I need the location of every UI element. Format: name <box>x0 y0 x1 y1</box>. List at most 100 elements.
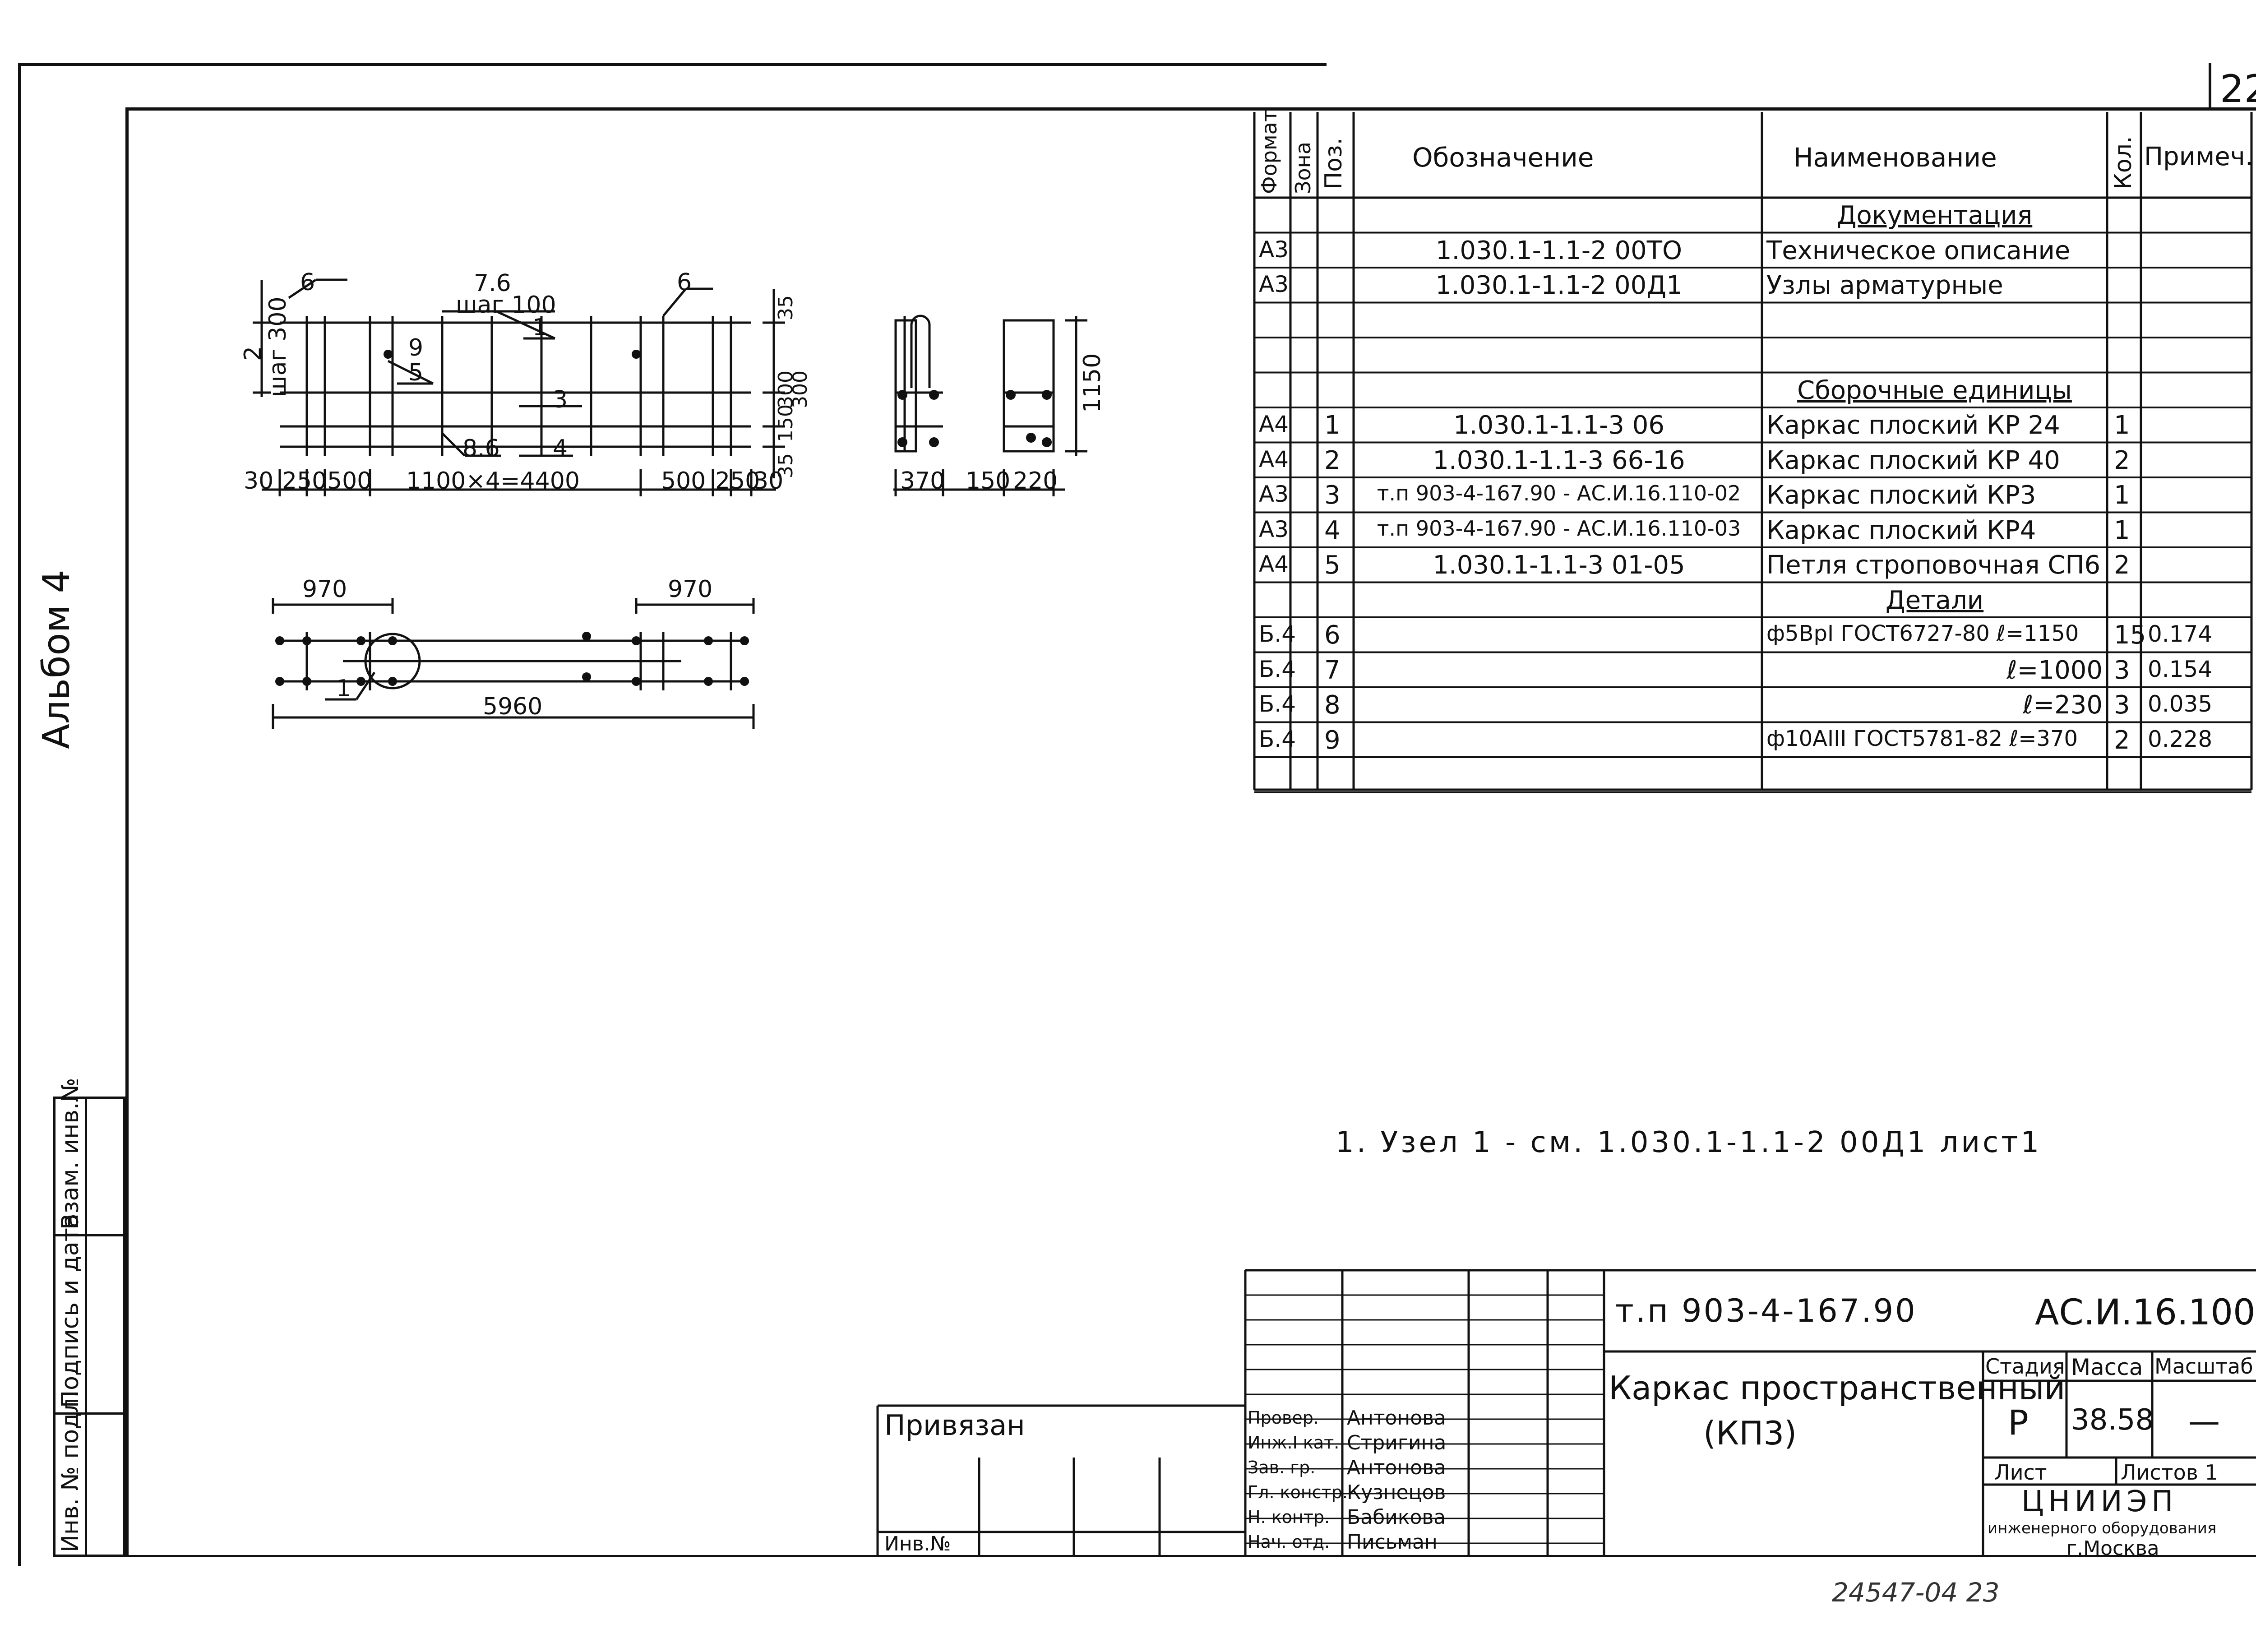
spec-cell-format: А3 <box>1259 236 1289 263</box>
masshtab-label: Масштаб <box>2154 1354 2253 1379</box>
spec-cell-oboznachenie: 1.030.1-1.1-3 01-05 <box>1433 551 1685 580</box>
spec-cell-naimenovanie: ф5ВрI ГОСТ6727-80 ℓ=1150 <box>1766 621 2079 646</box>
spec-cell-naimenovanie: Узлы арматурные <box>1766 271 2003 300</box>
spec-cell-format: Б.4 <box>1259 726 1296 752</box>
elev-label-3: 3 <box>553 386 568 413</box>
spec-cell-poz: 5 <box>1324 551 1341 580</box>
outer-left-border <box>18 63 21 1566</box>
signature-name: Кузнецов <box>1347 1481 1446 1504</box>
spec-cell-format: Б.4 <box>1259 656 1296 682</box>
elev-dim-top-step: шаг 100 <box>456 292 556 319</box>
elev-label-5: 5 <box>408 359 424 386</box>
signature-name: Письман <box>1347 1531 1438 1554</box>
privyazan-label: Привязан <box>884 1409 1025 1442</box>
elev-dim-top-6-left: 6 <box>300 269 315 296</box>
spec-cell-format: А4 <box>1259 446 1289 472</box>
spec-cell-naimenovanie: Каркас плоский КР3 <box>1766 481 2036 510</box>
spec-cell-kol: 15 <box>2114 620 2146 650</box>
spec-cell-naimenovanie: Каркас плоский КР 24 <box>1766 411 2060 440</box>
elev-dim-bottom-500-right: 500 <box>661 467 706 495</box>
signature-role: Инж.I кат. <box>1248 1433 1340 1453</box>
plan-node-label: 1 <box>336 675 351 702</box>
left-stamp-row-divider <box>53 1234 125 1236</box>
masshtab-value: — <box>2188 1403 2220 1440</box>
elev-dim-bottom-30-right: 30 <box>754 467 784 495</box>
spec-cell-oboznachenie: т.п 903-4-167.90 - АС.И.16.110-03 <box>1377 516 1741 541</box>
spec-cell-kol: 1 <box>2114 515 2130 545</box>
signature-role: Гл. констр. <box>1248 1482 1348 1502</box>
spec-cell-format: А3 <box>1259 481 1289 507</box>
spec-cell-poz: 9 <box>1324 725 1341 755</box>
plan-dim-5960: 5960 <box>483 693 543 720</box>
title-line1: Каркас пространственный <box>1609 1369 2066 1407</box>
spec-cell-naimenovanie: ℓ=230 <box>2023 690 2103 720</box>
spec-cell-poz: 7 <box>1324 655 1341 685</box>
signature-role: Нач. отд. <box>1248 1532 1330 1552</box>
elev-label-9: 9 <box>408 334 424 361</box>
spec-cell-naimenovanie: ф10АIII ГОСТ5781-82 ℓ=370 <box>1766 726 2078 751</box>
spec-cell-kol: 3 <box>2114 655 2130 685</box>
spec-cell-poz: 3 <box>1324 481 1341 510</box>
spec-cell-kol: 1 <box>2114 411 2130 440</box>
spec-cell-poz: 4 <box>1324 515 1341 545</box>
spec-cell-poz: 8 <box>1324 690 1341 720</box>
sheet-number: 22 <box>2220 67 2256 111</box>
general-note: 1. Узел 1 - см. 1.030.1-1.1-2 00Д1 лист1 <box>1336 1126 2042 1159</box>
spec-cell-kol: 3 <box>2114 690 2130 720</box>
plan-dim-970-left: 970 <box>302 576 347 603</box>
listov-label: Листов 1 <box>2121 1460 2218 1485</box>
spec-cell-oboznachenie: т.п 903-4-167.90 - АС.И.16.110-02 <box>1377 481 1741 505</box>
spec-cell-format: Б.4 <box>1259 621 1296 647</box>
spec-cell-kol: 2 <box>2114 725 2130 755</box>
spec-cell-format: А4 <box>1259 551 1289 577</box>
spec-cell-primech: 0.154 <box>2148 656 2213 682</box>
spec-cell-naimenovanie: Документация <box>1836 201 2033 230</box>
org-line1: ЦНИИЭП <box>2021 1485 2178 1518</box>
elev-dim-top-6-right: 6 <box>677 269 692 296</box>
bottom-code: 24547-04 23 <box>1832 1577 2000 1608</box>
header-naimenovanie: Наименование <box>1794 142 1997 173</box>
frame-top-border <box>125 107 2256 111</box>
spec-cell-poz: 1 <box>1324 411 1341 440</box>
org-line2: инженерного оборудования <box>1988 1519 2217 1537</box>
header-primech: Примеч. <box>2144 142 2253 171</box>
elev-label-8-6: 8.6 <box>462 435 500 462</box>
elev-dim-bottom-30-left: 30 <box>244 467 274 495</box>
stadia-value: Р <box>2008 1402 2029 1443</box>
elev-label-1: 1 <box>532 314 548 341</box>
spec-cell-format: А3 <box>1259 516 1289 542</box>
signature-role: Зав. гр. <box>1248 1458 1316 1477</box>
left-stamp <box>53 1097 125 1557</box>
signature-name: Бабикова <box>1347 1506 1446 1529</box>
spec-cell-kol: 2 <box>2114 551 2130 580</box>
frame-left-border <box>125 107 129 1556</box>
header-oboznachenie: Обозначение <box>1412 142 1594 173</box>
left-stamp-col-divider <box>85 1097 87 1557</box>
spec-cell-naimenovanie: Сборочные единицы <box>1797 375 2072 405</box>
inv-no-label: Инв.№ <box>884 1532 951 1555</box>
spec-cell-oboznachenie: 1.030.1-1.1-3 66-16 <box>1433 445 1685 475</box>
section-dim-220: 220 <box>1013 467 1058 495</box>
elev-label-4: 4 <box>553 435 568 462</box>
elev-dim-top-7-6: 7.6 <box>474 270 511 297</box>
sheet-number-box <box>2209 63 2256 110</box>
spec-cell-naimenovanie: Каркас плоский КР 40 <box>1766 445 2060 475</box>
spec-cell-naimenovanie: ℓ=1000 <box>2006 655 2103 685</box>
spec-cell-naimenovanie: Техническое описание <box>1766 236 2071 265</box>
spec-cell-naimenovanie: Петля строповочная СП6 <box>1766 551 2101 580</box>
section-dim-150: 150 <box>966 467 1011 495</box>
elev-dim-bottom-500-left: 500 <box>327 467 372 495</box>
massa-label: Масса <box>2071 1354 2143 1380</box>
spec-cell-format: А4 <box>1259 411 1289 437</box>
spec-cell-kol: 1 <box>2114 481 2130 510</box>
section-dim-370: 370 <box>900 467 945 495</box>
elev-dim-bottom-middle: 1100×4=4400 <box>406 467 580 495</box>
list-label: Лист <box>1994 1460 2047 1485</box>
elev-dim-bottom-250-right: 250 <box>715 467 760 495</box>
doc-code: т.п 903-4-167.90 <box>1615 1292 1917 1329</box>
signature-role: Н. контр. <box>1248 1507 1330 1527</box>
